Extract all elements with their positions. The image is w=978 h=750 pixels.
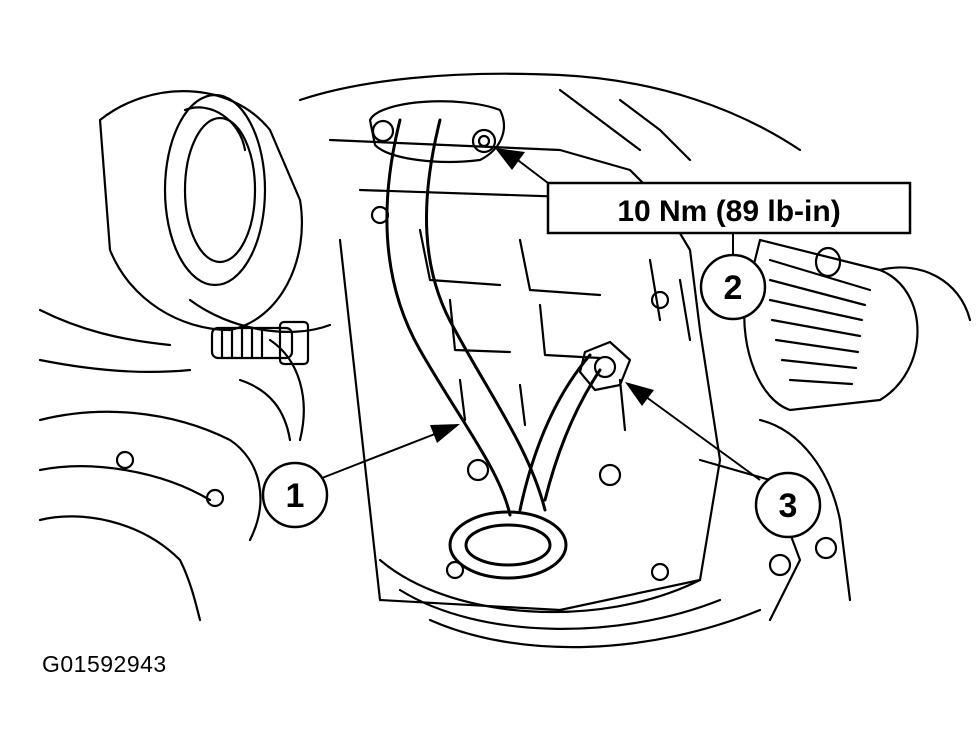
fasteners-drawing — [115, 205, 838, 582]
pickup-tube-flange-drawing — [368, 100, 505, 163]
oil-pickup-tube-drawing — [385, 118, 602, 580]
torque-spec-callout: 10 Nm (89 lb-in) — [495, 148, 912, 235]
bracket-bolt-drawing — [578, 340, 632, 392]
engine-block-drawing — [298, 72, 852, 649]
figure-id: G01592943 — [42, 651, 167, 677]
callout-2: 2 — [699, 233, 767, 321]
callout-1-label: 1 — [286, 477, 305, 515]
callout-1: 1 — [261, 424, 460, 529]
torque-spec-label: 10 Nm (89 lb-in) — [617, 195, 840, 228]
callout-2-label: 2 — [724, 269, 743, 307]
oil-filter-drawing — [743, 238, 972, 412]
callout-3: 3 — [625, 382, 822, 539]
callout-3-label: 3 — [779, 487, 798, 525]
threaded-bolt-drawing — [210, 320, 310, 366]
crank-pulley-drawing — [38, 90, 332, 622]
